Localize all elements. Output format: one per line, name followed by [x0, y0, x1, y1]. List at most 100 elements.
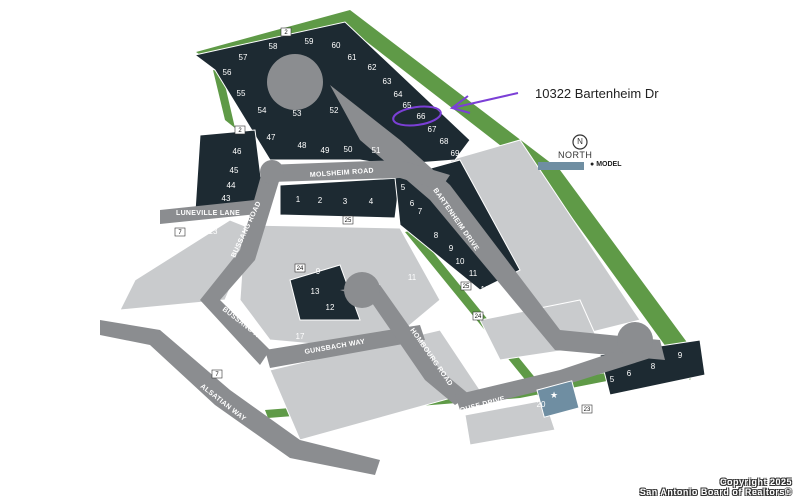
lot-number: 4: [369, 197, 374, 206]
model-legend-text: MODEL: [596, 161, 622, 168]
lots-cul-de-sac: [289, 264, 361, 321]
lot-number: 12: [481, 285, 490, 294]
road-label-luneville: LUNEVILLE LANE: [176, 210, 240, 217]
lot-number: 7: [418, 207, 423, 216]
road-mulhouse: [455, 340, 660, 410]
cul-de-sac-east: [617, 322, 653, 358]
north-label: NORTH: [558, 150, 593, 160]
lot-number: 58: [269, 42, 278, 51]
lot-number: 5: [610, 375, 615, 384]
lot-number: 64: [394, 90, 403, 99]
block-tag: 24: [297, 266, 304, 272]
lot-number: 60: [332, 41, 341, 50]
cul-de-sac-north: [267, 54, 323, 110]
highlight-circle: [392, 105, 442, 127]
lots-mulhouse-south: [464, 399, 556, 446]
lot-number: 10: [456, 257, 465, 266]
lot-number: 9: [678, 351, 683, 360]
lot-number: 17: [296, 332, 305, 341]
lot-number: 20: [537, 400, 546, 409]
block-tag-box: [280, 27, 292, 37]
lot-number: 47: [267, 133, 276, 142]
road-alsatian: [100, 320, 380, 475]
lot-number: 6: [627, 369, 632, 378]
lot-number: 50: [344, 145, 353, 154]
copyright-line2: San Antonio Board of Realtors®: [639, 487, 792, 497]
lot-number: 63: [383, 77, 392, 86]
lots-molsheim-south: [279, 177, 401, 219]
copyright-line1: Copyright 2025: [719, 477, 792, 487]
block-tag: 25: [345, 218, 352, 224]
road-label-molsheim: MOLSHEIM ROAD: [310, 168, 375, 179]
block-tag-box: [472, 311, 484, 321]
block-tag: 23: [584, 407, 591, 413]
block-tag: 24: [475, 314, 482, 320]
lot-number: 55: [237, 89, 246, 98]
lot-number: 11: [408, 273, 417, 282]
road-bussang: [200, 172, 280, 365]
block-tag: 2: [284, 30, 288, 36]
lot-number: 67: [428, 125, 437, 134]
lot-number: 9: [449, 244, 454, 253]
lot-number: 8: [651, 362, 656, 371]
greenbelt-west: [213, 70, 235, 128]
cul-de-sac-center: [344, 272, 380, 308]
lot-number: 3: [343, 197, 348, 206]
road-bartenheim: [330, 85, 665, 360]
lot-number: 1: [296, 195, 301, 204]
lot-number: 56: [223, 68, 232, 77]
model-legend-swatch: [538, 162, 584, 170]
lot-number: 53: [293, 109, 302, 118]
north-compass-letter: N: [577, 137, 583, 146]
model-star-icon: ★: [550, 390, 558, 400]
pointer-arrow-head: [449, 95, 471, 114]
lot-number: 46: [233, 147, 242, 156]
road-gunsbach: [265, 325, 425, 368]
lot-number: 13: [311, 287, 320, 296]
lot-number: 8: [434, 231, 439, 240]
block-tag-box: [294, 263, 306, 273]
lot-number: 45: [230, 166, 239, 175]
road-molsheim: [265, 160, 450, 190]
lot-number: 9: [460, 326, 465, 335]
lot-number: 69: [451, 149, 460, 158]
road-hombourg: [340, 285, 470, 405]
lot-number: 51: [372, 146, 381, 155]
lot-number: 48: [298, 141, 307, 150]
block-tag: 7: [215, 372, 219, 378]
north-compass-icon: [572, 134, 588, 150]
block-tag-box: [342, 215, 354, 225]
lot-number: 2: [318, 196, 323, 205]
road-luneville: [160, 200, 258, 224]
lot-number: 12: [326, 303, 335, 312]
lot-number: 43: [222, 194, 231, 203]
block-tag-box: [581, 404, 593, 414]
lot-number: 54: [258, 106, 267, 115]
lot-number: 9: [316, 267, 321, 276]
lot-number: 13: [209, 227, 218, 236]
lot-number: 49: [321, 146, 330, 155]
lot-number: 57: [239, 53, 248, 62]
block-tag-box: [460, 281, 472, 291]
lot-number: 68: [440, 137, 449, 146]
model-legend-label: ● MODEL: [590, 161, 622, 168]
lot-number: 44: [227, 181, 236, 190]
lot-number: 65: [403, 101, 412, 110]
block-tag: 25: [463, 284, 470, 290]
lot-number: 5: [401, 183, 406, 192]
lot-number: 21: [243, 373, 252, 382]
address-label: 10322 Bartenheim Dr: [535, 86, 659, 101]
copyright-notice: Copyright 2025 San Antonio Board of Real…: [640, 477, 792, 497]
lot-number: 62: [368, 63, 377, 72]
block-tag-box: [174, 227, 186, 237]
lot-number: 11: [469, 269, 478, 278]
block-tag: 7: [178, 230, 182, 236]
block-tag: 2: [238, 128, 242, 134]
model-lot: [536, 380, 580, 418]
lot-number: 52: [330, 106, 339, 115]
block-tag-box: [211, 369, 223, 379]
lot-number: 6: [410, 199, 415, 208]
